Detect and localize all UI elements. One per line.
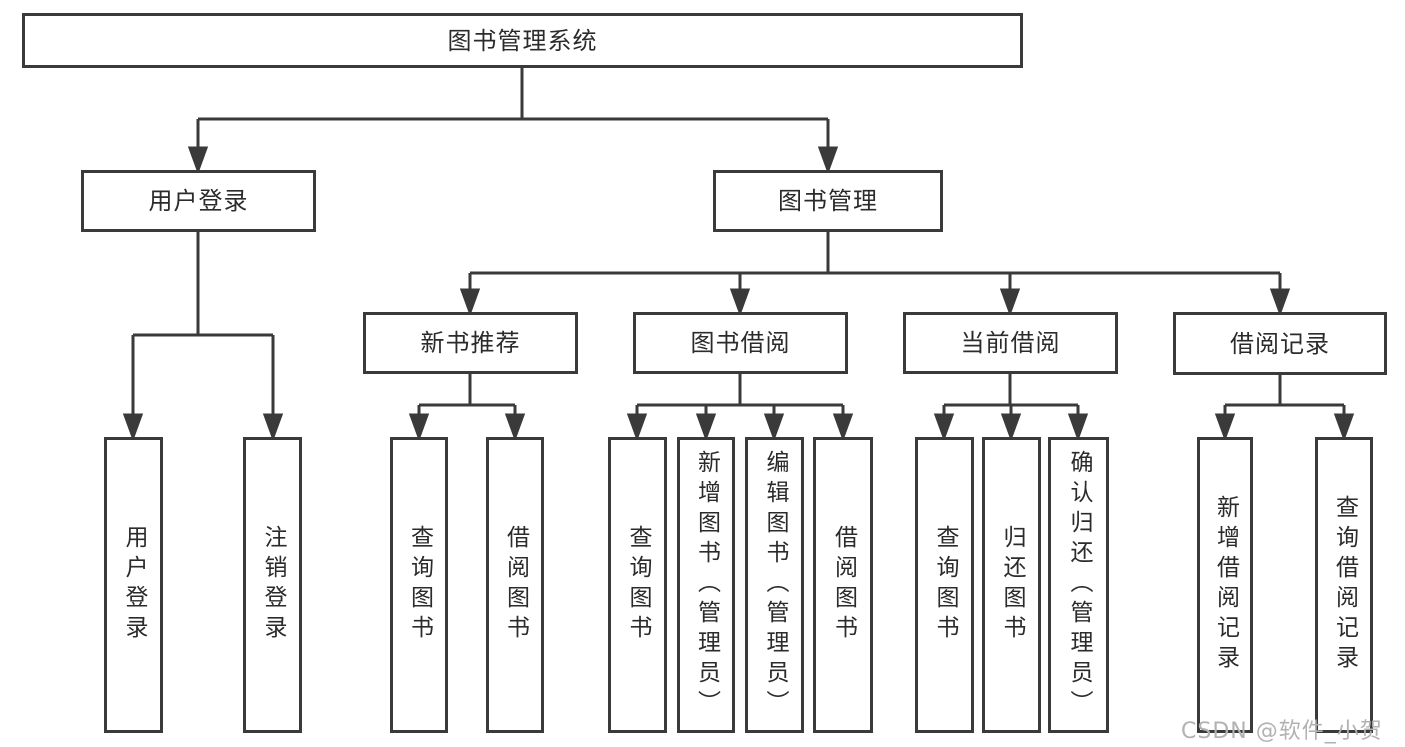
node-ul-logout: 注销登录 bbox=[243, 437, 302, 733]
node-nb-query-book: 查询图书 bbox=[390, 437, 448, 733]
node-bb-borrow-book: 借阅图书 bbox=[813, 437, 873, 733]
node-bb-add-book: 新增图书（管理员） bbox=[677, 437, 735, 733]
node-cb-return-book: 归还图书 bbox=[982, 437, 1041, 733]
node-nb-borrow-book: 借阅图书 bbox=[486, 437, 544, 733]
edge-borrow-record-children bbox=[1214, 375, 1355, 442]
node-book-borrow: 图书借阅 bbox=[633, 312, 848, 374]
node-root: 图书管理系统 bbox=[22, 13, 1023, 68]
edge-user-login-children bbox=[122, 232, 284, 442]
edge-root-to-level2 bbox=[187, 68, 839, 175]
node-user-login: 用户登录 bbox=[81, 170, 316, 232]
node-ul-login: 用户登录 bbox=[104, 437, 163, 733]
edge-current-borrow-children bbox=[933, 374, 1089, 442]
edge-new-book-rec-children bbox=[408, 374, 526, 442]
node-bb-query-book: 查询图书 bbox=[608, 437, 667, 733]
csdn-watermark: CSDN @软件_小贺同学 bbox=[1181, 719, 1383, 744]
edge-book-mgmt-children bbox=[459, 232, 1291, 317]
node-br-add-record: 新增借阅记录 bbox=[1197, 437, 1253, 733]
node-bb-edit-book: 编辑图书（管理员） bbox=[745, 437, 804, 733]
node-book-mgmt: 图书管理 bbox=[713, 170, 943, 232]
node-cb-query-book: 查询图书 bbox=[915, 437, 974, 733]
node-cb-confirm-return: 确认归还（管理员） bbox=[1048, 437, 1109, 733]
node-br-query-record: 查询借阅记录 bbox=[1315, 437, 1373, 733]
node-borrow-record: 借阅记录 bbox=[1173, 312, 1387, 375]
node-current-borrow: 当前借阅 bbox=[903, 312, 1118, 374]
node-new-book-rec: 新书推荐 bbox=[363, 312, 578, 374]
edge-book-borrow-children bbox=[626, 374, 854, 442]
